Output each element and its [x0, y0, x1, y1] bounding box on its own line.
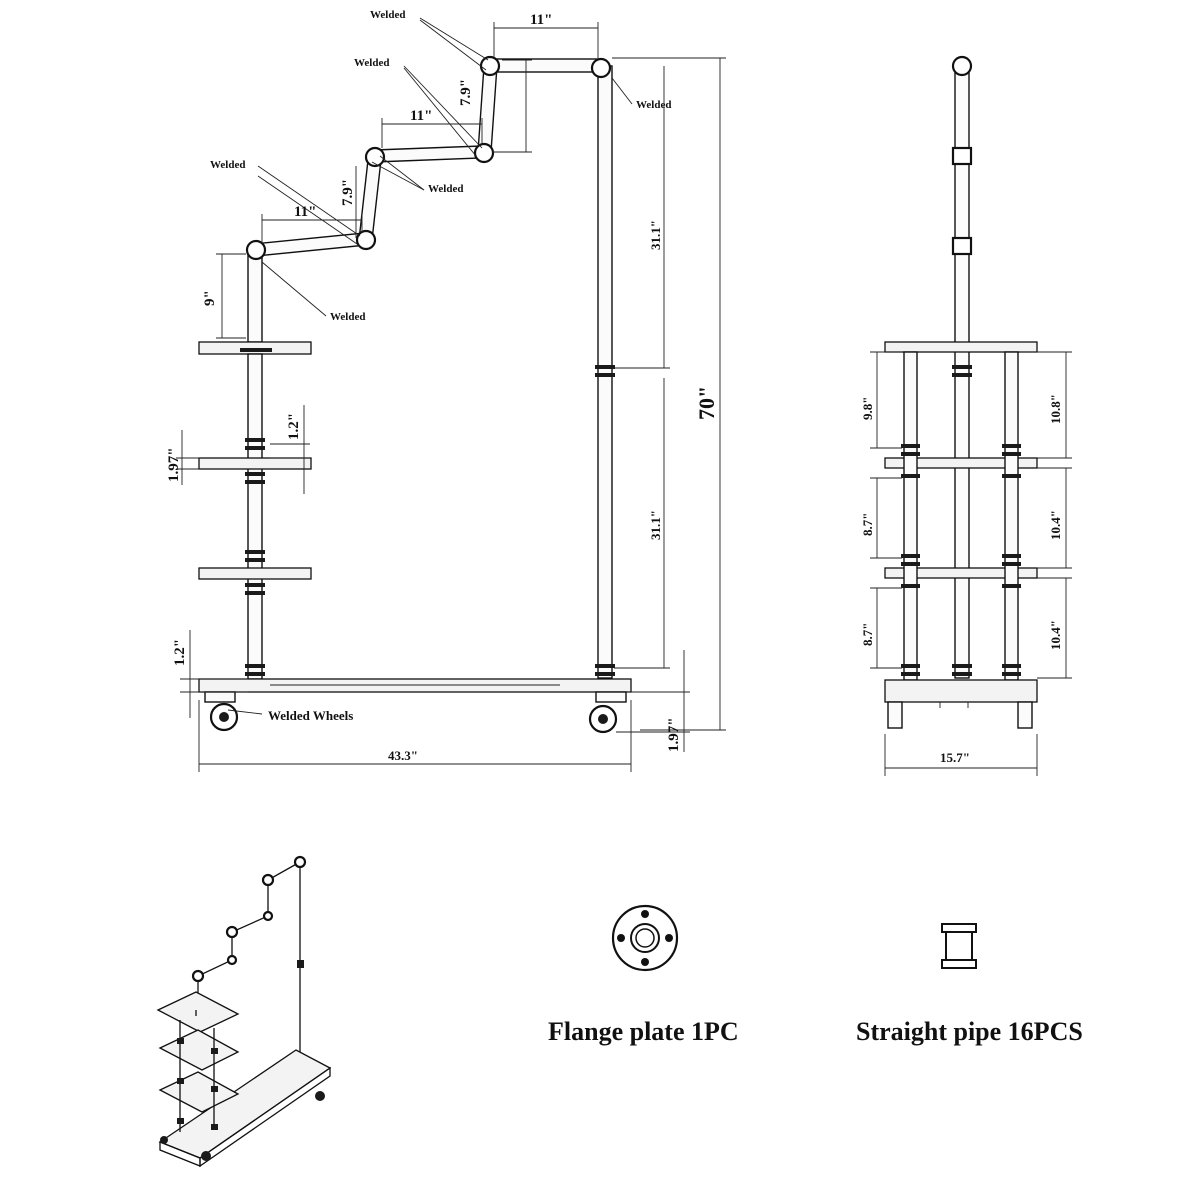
lower-step-pipe: [252, 232, 368, 257]
right-upright: [597, 65, 613, 679]
dim-step-lower-rise: 7.9": [340, 179, 356, 206]
flange-plate-label: Flange plate 1PC: [548, 1017, 739, 1046]
callout-welded-4: Welded: [428, 183, 463, 195]
callout-leaders: [227, 17, 633, 715]
lower-shelf: [198, 567, 312, 580]
dim-mid-shelf-gap: 1.2": [286, 413, 302, 440]
upper-riser-pipe: [477, 65, 498, 153]
left-post: [247, 353, 263, 680]
side-right-post: [1004, 351, 1019, 681]
dim-total-length: 43.3": [388, 748, 418, 763]
wheel-bracket-right: [595, 691, 627, 703]
weld-joint-6: [245, 239, 267, 261]
dim-upright-upper: 31.1": [648, 220, 663, 250]
callout-welded-2: Welded: [354, 57, 389, 69]
dim-side-mid-right: 10.4": [1048, 510, 1063, 540]
side-wheel-left: [887, 701, 903, 729]
weld-joint-1: [479, 55, 501, 77]
dim-side-mid-left: 8.7": [860, 513, 875, 536]
isometric-view: [156, 855, 332, 1168]
weld-joint-5: [355, 229, 377, 251]
dim-step-upper-rise: 7.9": [458, 79, 474, 106]
callout-welded-3: Welded: [636, 99, 671, 111]
dim-wheel-height: 1.97": [666, 717, 682, 752]
side-coupler-2: [951, 236, 973, 256]
dim-upright-lower: 31.1": [648, 510, 663, 540]
weld-joint-4: [364, 146, 386, 168]
straight-pipe-part: Straight pipe 16PCS: [856, 923, 1083, 1046]
upper-step-pipe: [373, 145, 482, 163]
dim-step-lower-width: 11": [294, 204, 317, 220]
dim-mid-shelf-thickness: 1.97": [166, 447, 182, 482]
side-coupler-1: [951, 146, 973, 166]
dim-side-low-left: 8.7": [860, 623, 875, 646]
flange-plate-part: Flange plate 1PC: [548, 904, 739, 1046]
side-base: [884, 679, 1038, 703]
dim-total-height: 70": [694, 386, 719, 420]
wheel-bracket-left: [204, 691, 236, 703]
weld-joint-3: [473, 142, 495, 164]
front-dimension-lines: [176, 22, 726, 772]
side-wheel-right: [1017, 701, 1033, 729]
callout-welded-1: Welded: [370, 9, 405, 21]
iso-middle-shelf: [158, 1029, 240, 1071]
front-view: Welded Welded Welded Welded Welded Welde…: [166, 9, 726, 772]
callout-welded-wheels: Welded Wheels: [268, 708, 353, 723]
side-view: 9.8" 10.8" 8.7" 10.4" 8.7" 10.4" 15.7": [860, 55, 1072, 776]
dim-side-upper-right: 10.8": [1048, 394, 1063, 424]
middle-shelf: [198, 457, 312, 470]
dim-riser-height: 9": [202, 290, 218, 306]
callout-welded-5: Welded: [210, 159, 245, 171]
iso-top-shelf: [156, 991, 240, 1033]
callout-welded-6: Welded: [330, 311, 365, 323]
short-riser-pipe: [247, 249, 263, 343]
dim-side-low-right: 10.4": [1048, 620, 1063, 650]
dim-base-gap: 1.2": [172, 639, 188, 666]
side-top-shelf: [884, 341, 1038, 353]
weld-joint-2: [590, 57, 612, 79]
side-left-post: [903, 351, 918, 681]
dim-side-upper-left: 9.8": [860, 397, 875, 420]
side-lower-shelf: [884, 567, 1038, 579]
top-pipe: [489, 58, 599, 73]
dim-side-width: 15.7": [940, 750, 970, 765]
base-board: [198, 678, 632, 693]
dim-top-width: 11": [530, 12, 553, 28]
straight-pipe-icon: [941, 923, 977, 933]
side-middle-shelf: [884, 457, 1038, 469]
straight-pipe-label: Straight pipe 16PCS: [856, 1017, 1083, 1046]
dim-step-upper-width: 11": [410, 108, 433, 124]
